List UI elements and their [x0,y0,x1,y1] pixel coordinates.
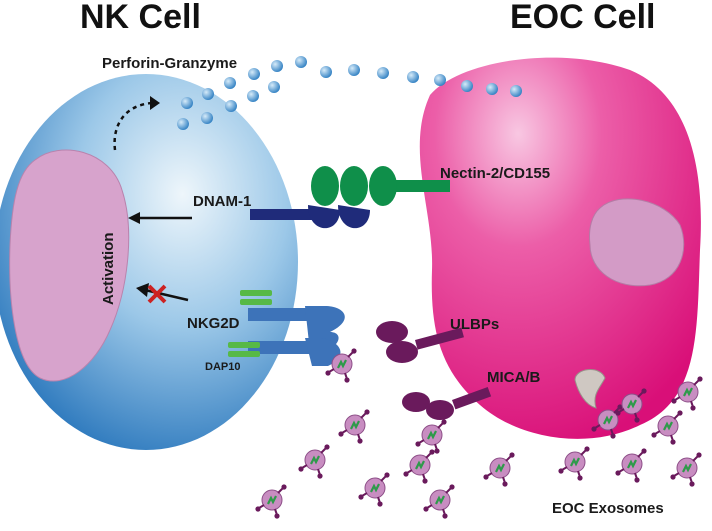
ulbps-label: ULBPs [450,316,499,333]
nectin-label: Nectin-2/CD155 [440,165,550,182]
mica-b-label: MICA/B [487,369,540,386]
dap10-label: DAP10 [205,361,240,373]
dnam1-label: DNAM-1 [193,193,251,210]
mica-b-ligand [402,387,492,420]
exosome-budding [574,369,606,409]
secretion-arrow [113,101,153,151]
perforin-granzyme-label: Perforin-Granzyme [102,55,237,72]
eoc-cell [419,57,701,439]
dnam1-receptor [250,205,370,229]
inhibition-x-mark [147,284,167,304]
eoc-nucleus [589,198,685,287]
eoc-exosomes-label: EOC Exosomes [552,500,664,517]
nkg2d-receptor [248,306,345,366]
nkg2d-label: NKG2D [187,315,240,332]
nkg2d-blocked-arrowhead [136,283,149,297]
activation-label: Activation [100,232,117,305]
nectin-cd155-ligand [311,166,450,206]
dap10-adaptors [228,290,272,357]
ulbps-ligand [376,321,464,363]
nk-cell-title: NK Cell [80,0,201,36]
dnam1-arrowhead [128,212,140,224]
secretion-arrowhead [150,96,160,110]
eoc-cell-title: EOC Cell [510,0,655,36]
nk-nucleus [9,149,130,382]
perforin-granzyme-granules [177,56,522,130]
